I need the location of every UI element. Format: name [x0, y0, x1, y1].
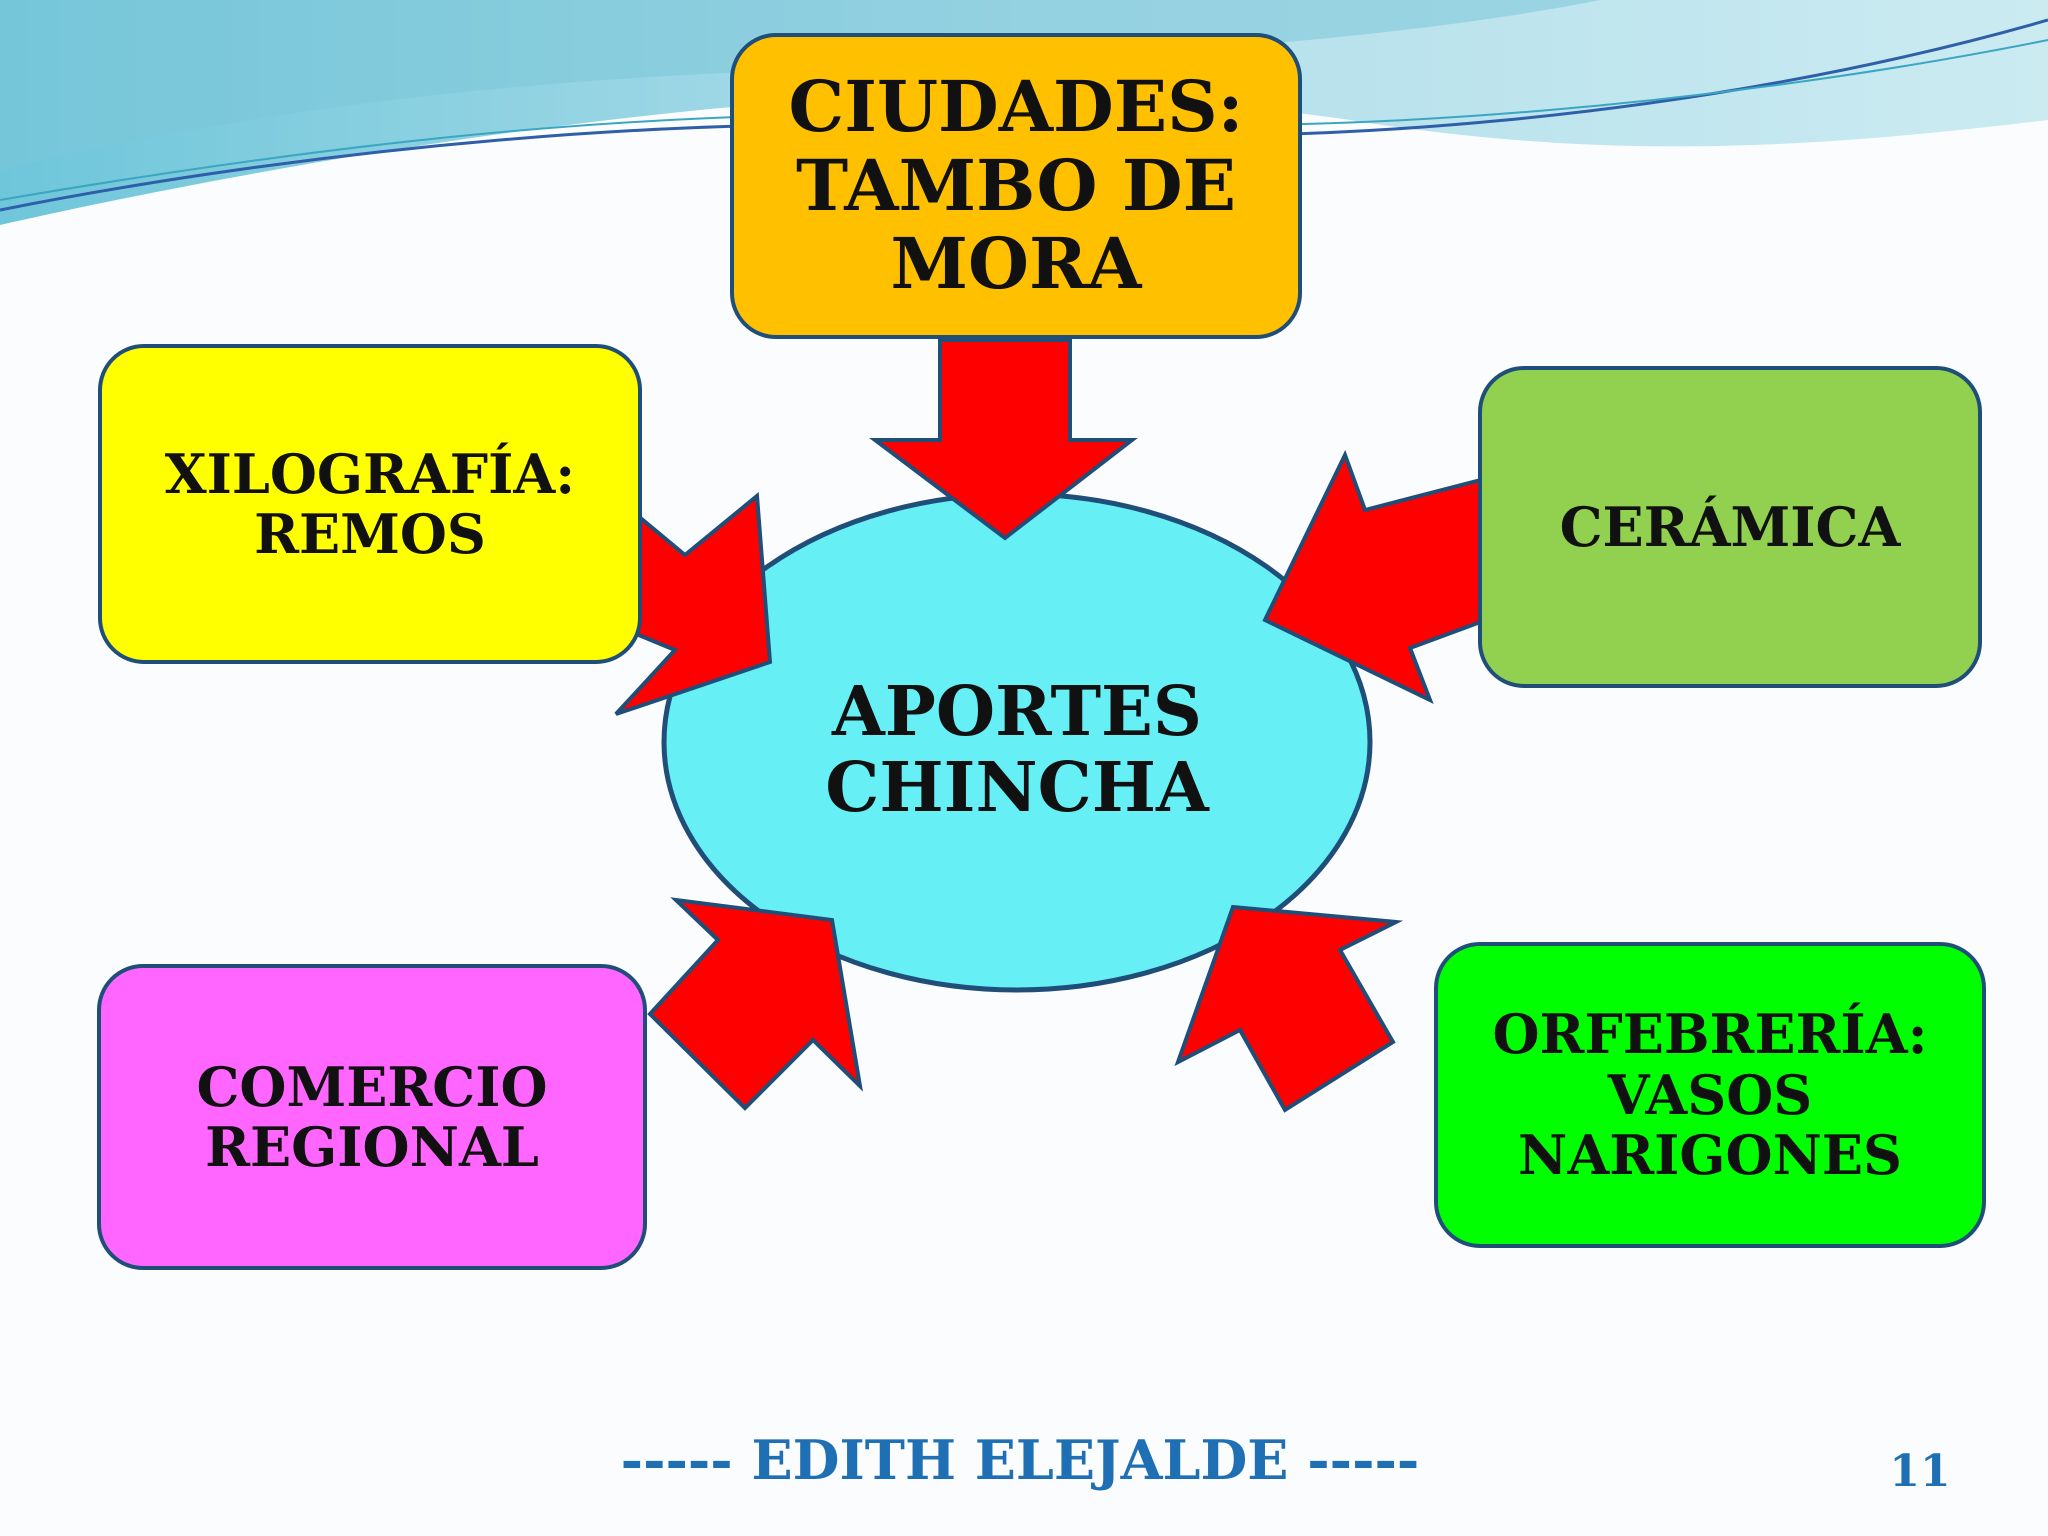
node-ciudades: CIUDADES: TAMBO DE MORA [730, 33, 1302, 339]
page-number: 11 [1889, 1446, 1951, 1497]
center-label: APORTES CHINCHA [760, 660, 1274, 840]
arrow-from-top [869, 338, 1138, 541]
node-orfebreria-label: ORFEBRERÍA: VASOS NARIGONES [1492, 1002, 1928, 1188]
node-ciudades-label: CIUDADES: TAMBO DE MORA [788, 65, 1244, 306]
node-orfebreria: ORFEBRERÍA: VASOS NARIGONES [1434, 942, 1986, 1248]
node-ceramica: CERÁMICA [1478, 366, 1982, 688]
arrow-from-bottom-right [1174, 904, 1404, 1113]
arrow-from-bottom-left [647, 897, 863, 1111]
node-xilografia-label: XILOGRAFÍA: REMOS [164, 441, 576, 566]
center-label-text: APORTES CHINCHA [825, 671, 1209, 828]
node-xilografia: XILOGRAFÍA: REMOS [98, 344, 642, 664]
node-comercio: COMERCIO REGIONAL [97, 964, 647, 1270]
node-ceramica-label: CERÁMICA [1559, 494, 1901, 559]
footer-author: ----- EDITH ELEJALDE ----- [620, 1428, 1420, 1492]
arrow-from-top-right [1262, 449, 1543, 705]
node-comercio-label: COMERCIO REGIONAL [196, 1054, 548, 1179]
